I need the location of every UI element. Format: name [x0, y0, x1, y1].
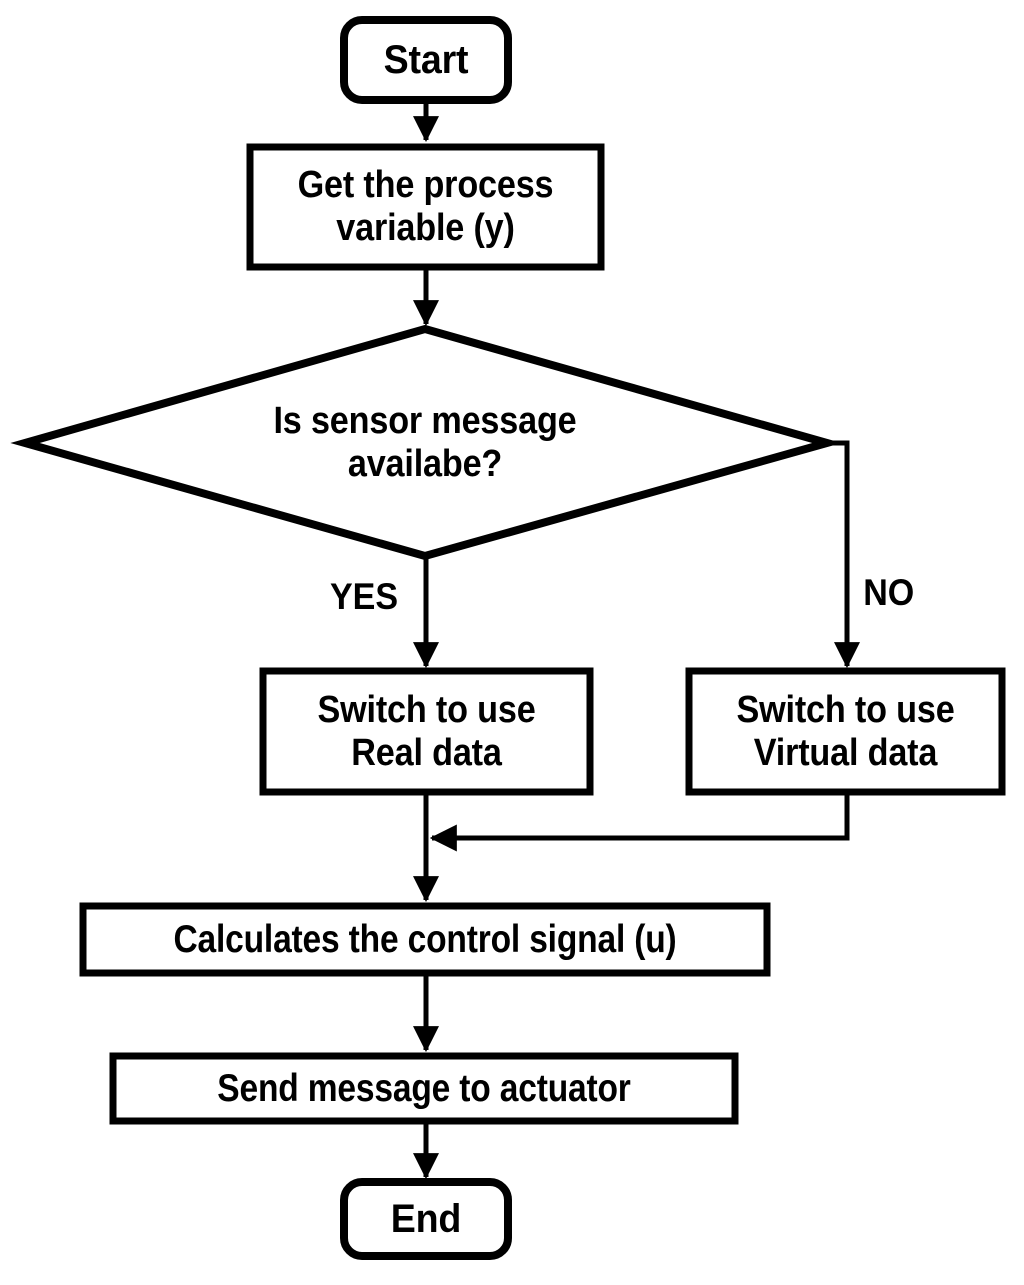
- node-calculate-control[interactable]: [83, 906, 767, 973]
- edge-label-no: NO: [863, 572, 915, 613]
- node-switch-virtual[interactable]: [689, 671, 1002, 792]
- node-get-process-variable[interactable]: [250, 147, 601, 267]
- node-shape-get-process-variable[interactable]: [246, 143, 605, 271]
- node-start[interactable]: [344, 20, 508, 100]
- edge-label-yes: YES: [329, 576, 399, 617]
- node-shape-switch-virtual[interactable]: [685, 667, 1006, 796]
- node-end[interactable]: [344, 1182, 508, 1256]
- node-switch-real[interactable]: [263, 671, 590, 792]
- node-shape-calculate-control[interactable]: [79, 902, 771, 977]
- node-shape-end[interactable]: [340, 1178, 512, 1260]
- edge-decision-no-to-switch-virtual: [827, 440, 860, 669]
- node-decision-sensor[interactable]: [25, 329, 827, 556]
- node-send-actuator[interactable]: [113, 1056, 735, 1121]
- node-shape-send-actuator[interactable]: [109, 1052, 739, 1125]
- edge-switch-virtual-to-merge: [429, 792, 850, 852]
